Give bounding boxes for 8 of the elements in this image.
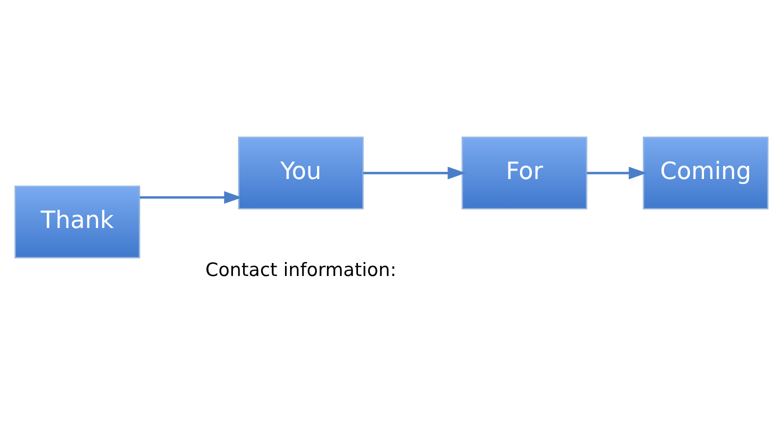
node-box: You	[238, 136, 364, 209]
arrow	[586, 166, 647, 179]
label: Contact information:	[205, 259, 396, 280]
node-box: Thank	[14, 185, 140, 258]
node-box: Coming	[642, 136, 768, 209]
arrow	[140, 190, 242, 204]
node-box: For	[462, 136, 588, 209]
arrow	[363, 166, 466, 179]
